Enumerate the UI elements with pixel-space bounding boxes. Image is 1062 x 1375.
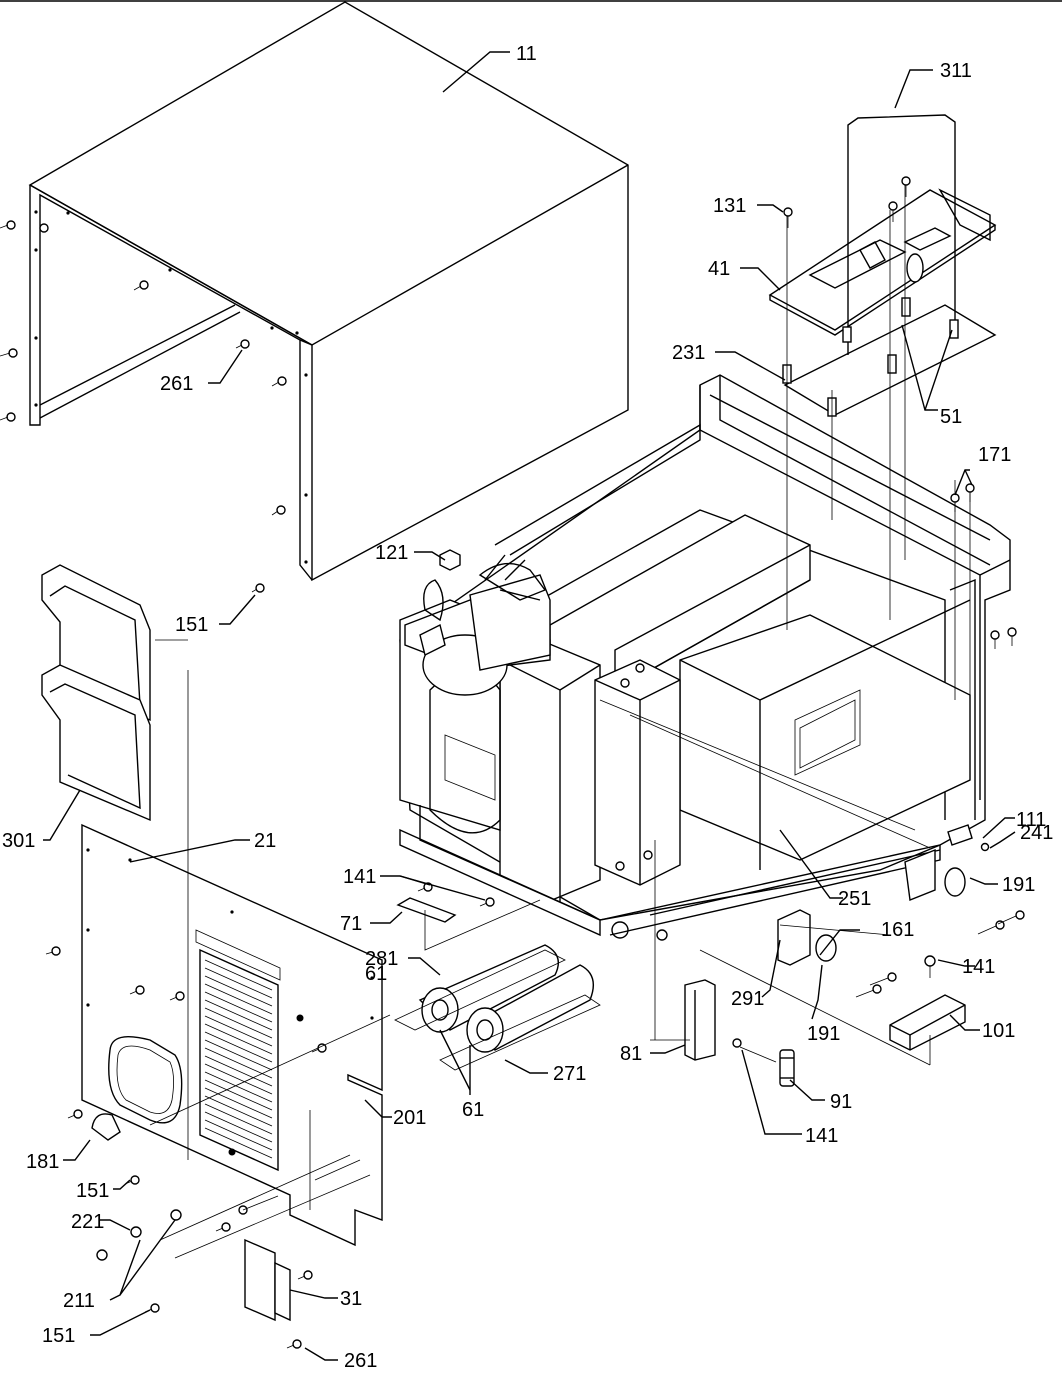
- callout-labels: 11 311 131 41 231 51 171 121 151 261 301…: [2, 43, 1053, 1372]
- label-151-middle: 151: [76, 1180, 109, 1202]
- label-221: 221: [71, 1211, 104, 1233]
- label-151-top: 151: [175, 614, 208, 636]
- cabinet-cover: [28, 1, 629, 582]
- label-261-bottom: 261: [344, 1350, 377, 1372]
- label-41: 41: [708, 258, 730, 280]
- label-301: 301: [2, 830, 35, 852]
- label-71: 71: [340, 913, 362, 935]
- label-141-bottom: 141: [805, 1125, 838, 1147]
- label-121: 121: [375, 542, 408, 564]
- label-81: 81: [620, 1043, 642, 1065]
- label-311: 311: [940, 60, 972, 82]
- front-bezel-handles: [41, 564, 151, 822]
- terminal-block: [889, 994, 966, 1051]
- leader-lines: [43, 51, 1016, 1361]
- thermostat-assembly: [777, 848, 966, 966]
- label-261-top: 261: [160, 373, 193, 395]
- label-101: 101: [982, 1020, 1015, 1042]
- label-61-top: 61: [365, 963, 387, 985]
- bracket-81: [684, 979, 716, 1061]
- label-191-right: 191: [1002, 874, 1035, 896]
- label-141-left: 141: [343, 866, 376, 888]
- alignment-lines: [786, 185, 971, 720]
- control-board: [768, 188, 997, 336]
- label-161: 161: [881, 919, 914, 941]
- label-231: 231: [672, 342, 705, 364]
- label-151-bottom: 151: [42, 1325, 75, 1347]
- bracket-71-leader: [424, 899, 541, 951]
- bracket-wire: [847, 114, 956, 355]
- bracket-71: [396, 897, 457, 923]
- plate-31: [244, 1238, 291, 1322]
- label-171: 171: [978, 444, 1011, 466]
- label-31: 31: [340, 1288, 362, 1310]
- fuse: [779, 1049, 795, 1087]
- label-51: 51: [940, 406, 962, 428]
- label-291: 291: [731, 988, 764, 1010]
- label-61-bottom: 61: [462, 1099, 484, 1121]
- screws: [0, 176, 1025, 1349]
- label-131: 131: [713, 195, 746, 217]
- label-21: 21: [254, 830, 276, 852]
- label-111: 111: [1016, 809, 1046, 831]
- label-251: 251: [838, 888, 871, 910]
- thermal-fuse: [947, 824, 973, 846]
- label-211: 211: [63, 1290, 95, 1312]
- label-241: 241: [1020, 822, 1053, 844]
- label-201: 201: [393, 1107, 426, 1129]
- label-271: 271: [553, 1063, 586, 1085]
- front-panel: [81, 823, 383, 1247]
- label-141-right: 141: [962, 956, 995, 978]
- label-11: 11: [516, 43, 537, 65]
- fan-assembly: [404, 549, 551, 696]
- capacitors: [394, 944, 601, 1071]
- cabinet-dots: [34, 210, 374, 1156]
- standoff-plate: [783, 304, 997, 416]
- label-281: 281: [365, 948, 398, 970]
- label-91: 91: [830, 1091, 852, 1113]
- label-181: 181: [26, 1151, 59, 1173]
- reference-lines: [149, 639, 931, 1259]
- label-191-bottom: 191: [807, 1023, 840, 1045]
- cord-clamp: [91, 1113, 121, 1141]
- main-chassis: [399, 374, 1011, 941]
